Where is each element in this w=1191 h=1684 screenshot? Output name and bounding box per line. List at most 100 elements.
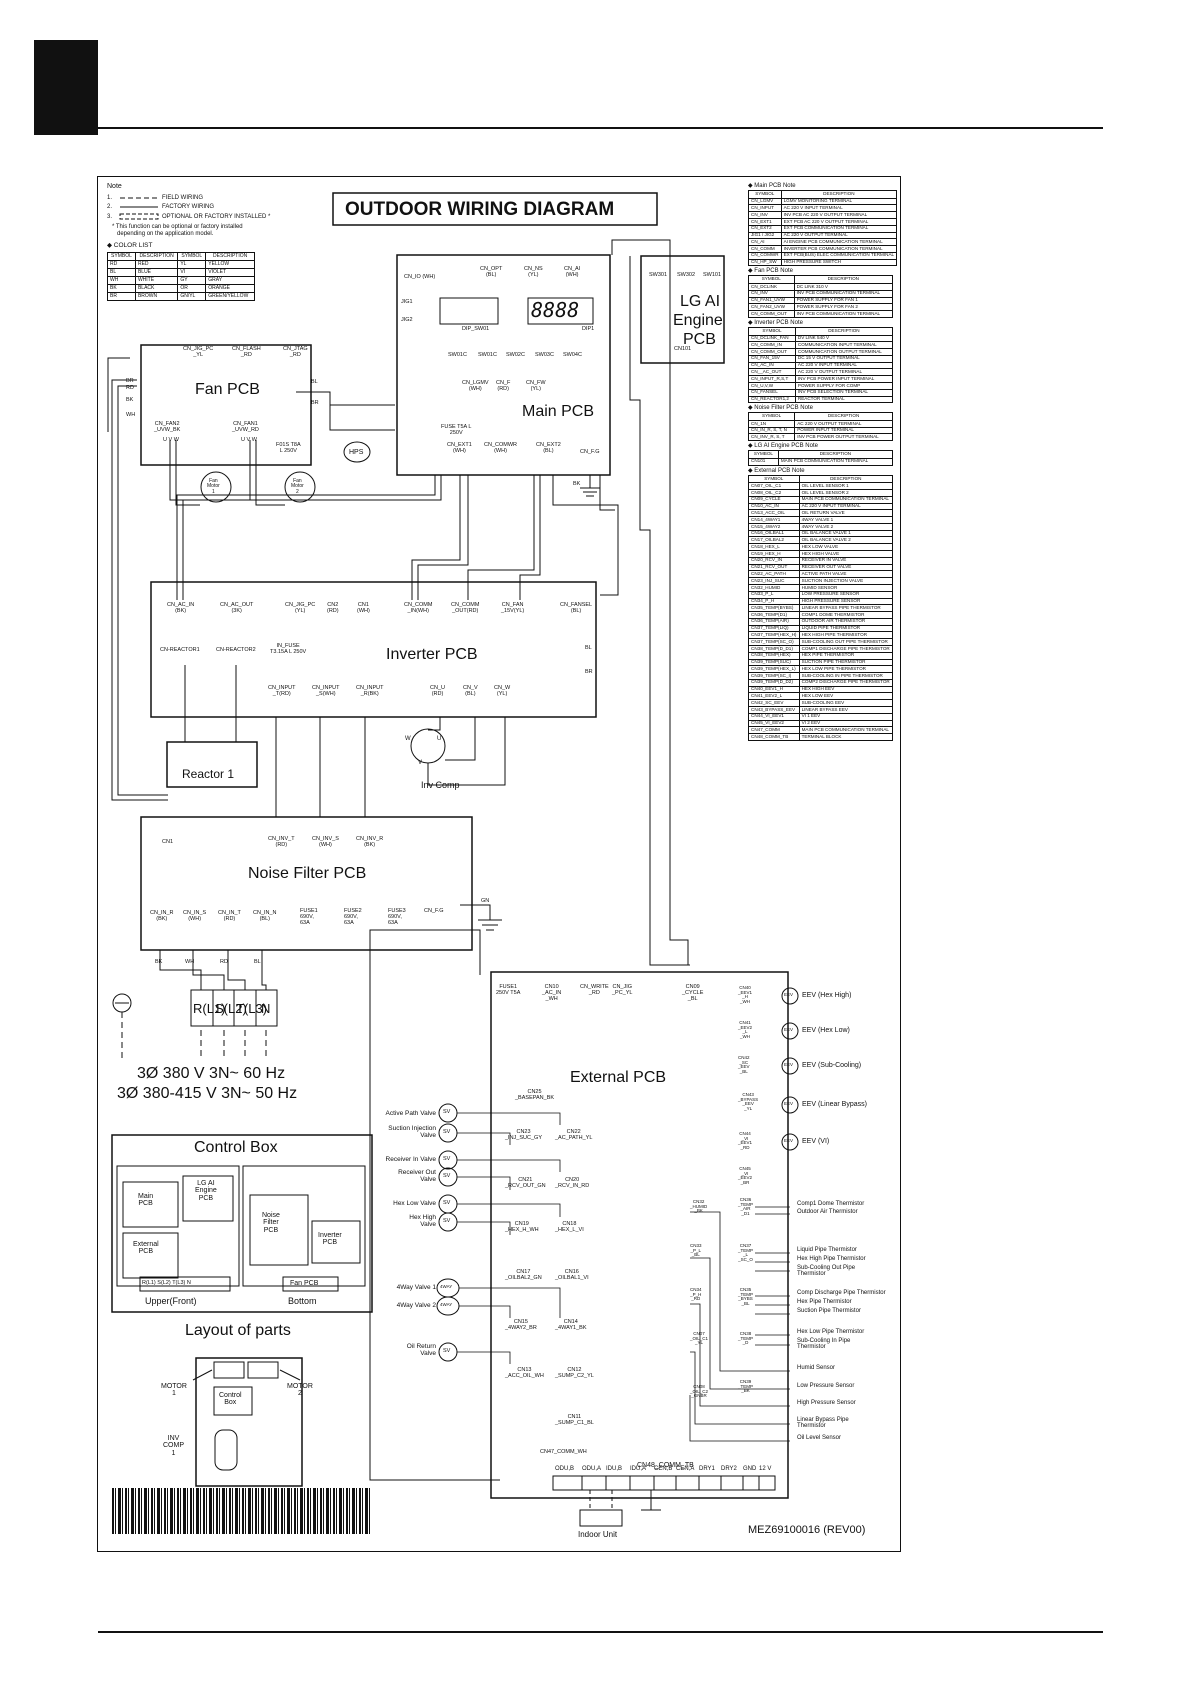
cell: CN39_TEMP(D_D2) [748, 678, 800, 687]
ai-sw301: SW301 [649, 272, 668, 278]
fan-wire-br: BR [126, 378, 134, 384]
cell: CN21_RCV_OUT [748, 563, 800, 572]
inv-cn-u: CN_U (RD) [430, 685, 445, 697]
cell: INV PCB POWER OUTPUT TERMINAL [794, 433, 893, 442]
main-bk-label: BK [573, 481, 581, 487]
cell: OUTDOOR AIR THERMISTOR [798, 617, 894, 626]
wire-bk: BK [155, 959, 163, 965]
external-pcb-note-heading: ◆ External PCB Note [748, 467, 805, 474]
inv-infuse: IN_FUSE T3.15A L 250V [270, 643, 307, 655]
ext-valve-connector: CN11 _SUMP_C1_BL [555, 1414, 594, 1426]
layout-inv: INV COMP 1 [163, 1435, 184, 1457]
fan-cn-fan2-label: CN_FAN2 _UVW_BK [154, 421, 181, 433]
cell: OIL BALANCE VALVE 2 [798, 536, 894, 545]
cell: CN_INPUT_R,S,T [748, 375, 796, 383]
cell: LINEAR BYPASS EEV [798, 706, 894, 714]
sw-label: SW02C [506, 352, 525, 358]
cell: CN_FANSEL [748, 388, 796, 397]
note-text-2: FACTORY WIRING [162, 204, 215, 210]
col-header: DESCRIPTION [793, 275, 894, 284]
cell: RECEIVER OUT VALVE [798, 563, 894, 572]
ai-cn101: CN101 [674, 346, 692, 352]
table-row: CN39_TEMP(SUC)SUCTION PIPE THERMISTOR [748, 658, 894, 667]
terminal-n: N [261, 1001, 271, 1016]
cell: CN40_EEV1_H [748, 685, 800, 694]
cell: CN39_TEMP(HEX_L) [748, 665, 800, 674]
cell: CN36_TEMP(D1) [748, 611, 800, 619]
cell: CN43_BYPASS_EEV [748, 706, 800, 714]
sensor-label: Humid Sensor [797, 1365, 836, 1371]
cell: SUB-COOLING EEV [798, 699, 894, 707]
cell: CN14_4WAY1 [748, 516, 800, 524]
header-rule [98, 127, 1103, 129]
eev-symbol: EEV [784, 1027, 794, 1032]
col-header: SYMBOL [747, 412, 796, 421]
eev-connector: CN45 _VI _EEV2 _BR [738, 1166, 753, 1186]
sensor-connector: CN34 _P_H _RD [690, 1287, 702, 1302]
eev-connector: CN44 _VI _EEV1 _RD [738, 1131, 753, 1151]
tb-terminal-label: IDU,A [630, 1466, 647, 1472]
cell: SUB-COOLING OUT PIPE THERMISTOR [798, 638, 894, 646]
ext-valve-connector: CN20 _RCV_IN_RD [555, 1177, 590, 1189]
tb-terminal-label: DRY1 [699, 1466, 715, 1472]
cell: OIL RETURN VALVE [798, 509, 894, 518]
cell: RECEIVER IN VALVE [798, 556, 894, 565]
table-row: CN37_TEMP(SC_O)SUB-COOLING OUT PIPE THER… [748, 638, 894, 646]
nf-fuse3: FUSE3 690V, 63A [388, 908, 406, 926]
inv-cn-input-r: CN_INPUT _R(BK) [356, 685, 384, 697]
cell: CN19_HEX_H [748, 550, 800, 558]
inv-cn-input-t: CN_INPUT _T(RD) [268, 685, 296, 697]
comp-u: U [437, 736, 442, 742]
col-header: DESCRIPTION [794, 412, 893, 421]
valve-label: Active Path Valve [385, 1110, 436, 1117]
eev-connector: CN41 _EEV2 _L _WH [738, 1020, 753, 1040]
cell: CN38_TEMP(HEX) [748, 651, 800, 660]
cell: CN18_HEX_L [748, 543, 800, 552]
fan-br: BR [311, 400, 319, 406]
valve-label: Suction Injection Valve [388, 1125, 436, 1139]
fan-wire-wh: WH [126, 412, 136, 418]
cell: JIG1 / JIG2 [748, 231, 782, 240]
cell: MAIN PCB COMMUNICATION TERMINAL [777, 457, 894, 466]
cn-ext1-label: CN_EXT1 (WH) [447, 442, 472, 454]
cell: AC 220 V OUTPUT TERMINAL [794, 419, 893, 428]
cn-fg-label: CN_F.G [580, 449, 600, 455]
cell: AC 220 V OUTPUT TERMINAL [780, 231, 898, 240]
inv-cn-ac-out: CN_AC_OUT (3K) [220, 602, 254, 614]
dip1-label: DIP1 [582, 326, 595, 332]
cell: CN_FAN1_UVW [748, 296, 795, 305]
eev-symbol: EEV [784, 1101, 794, 1106]
barcode-image [112, 1488, 372, 1534]
eev-label: EEV (VI) [802, 1138, 830, 1145]
note-footnote-2: depending on the application model. [117, 231, 214, 237]
cbox-tb: R(L1) S(L2) T(L3) N [142, 1280, 191, 1287]
cbox-ext: External PCB [133, 1241, 159, 1256]
cell: LGMV MONITORING TERMINAL [780, 197, 898, 206]
inv-cn2: CN2 (RD) [327, 602, 339, 614]
sensor-connector: CN36 _TEMP _AIR _D1 [738, 1197, 754, 1217]
cell: COMMUNICATION OUTPUT TERMINAL [794, 348, 894, 356]
main-fuse-label: FUSE T5A L 250V [441, 424, 472, 436]
col-header: SYMBOL [748, 474, 800, 484]
cell: WH [107, 276, 136, 285]
cbox-noise: Noise Filter PCB [262, 1212, 280, 1234]
eev-label: EEV (Hex Low) [802, 1027, 850, 1034]
fan-cn-jig-label: CN_JIG_PC _YL [183, 346, 214, 358]
col-header: SYMBOL [107, 252, 136, 261]
cn-fw-label: CN_FW (YL) [526, 380, 546, 392]
